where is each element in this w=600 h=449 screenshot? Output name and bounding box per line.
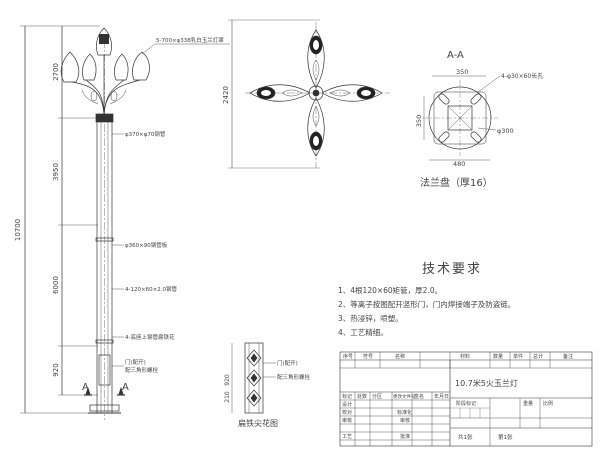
detail-title: 扁铁尖花图 <box>238 418 278 428</box>
tb-r0-c3: 更改文件号 <box>393 393 416 400</box>
diamond-3 <box>246 389 262 407</box>
lamp-arm-left <box>71 81 105 115</box>
lamp-top-view <box>228 19 390 169</box>
flat-iron-bar <box>244 342 264 414</box>
tech-item-3: 3、热浸锌，喷塑。 <box>338 314 403 323</box>
pole-door <box>98 354 111 386</box>
lamp-arm-right <box>103 79 141 115</box>
title-block <box>339 351 593 447</box>
tb-sheets: 共1张 <box>458 433 473 441</box>
tb-header-2: 名称 <box>395 353 405 360</box>
tb-weight: 重量 <box>523 400 533 407</box>
slot-hole-2 <box>470 93 482 105</box>
tb-r4-c0: 工艺 <box>342 434 352 440</box>
detail-dim-920: 920 <box>224 374 231 386</box>
tech-item-4: 4、工艺精细。 <box>338 328 388 337</box>
slot-hole-3 <box>438 131 450 143</box>
flange-plate <box>422 75 501 161</box>
tb-drawing-name: 10.7米5火玉兰灯 <box>455 378 518 388</box>
lamp-head-1 <box>60 51 80 83</box>
tb-r0-c0: 标记 <box>342 393 352 400</box>
dim-lamp-width: 2420 <box>222 86 230 104</box>
tb-r0-c4: 签名 <box>414 393 424 400</box>
tb-r1-c3: 标准化 <box>397 409 412 416</box>
tb-scale: 比例 <box>543 400 553 407</box>
dim-top-section: 2700 <box>52 63 60 81</box>
detail-bolts: 配三角形螺栓 <box>277 373 311 381</box>
callout-base-note: 4-底座上钢管扁铁花 <box>125 333 175 341</box>
callout-lower-pipe: 4-120×60×2.0钢管 <box>125 285 177 293</box>
pole-elevation <box>20 25 230 420</box>
section-dim-side: 350 <box>415 115 423 127</box>
tb-header-5: 单件 <box>513 353 523 360</box>
tech-title: 技术要求 <box>422 262 483 277</box>
tb-header-4: 数量 <box>493 353 503 360</box>
tb-header-0: 序号 <box>343 353 353 360</box>
dim-lower-section: 6000 <box>52 276 60 294</box>
tb-sheet: 第1张 <box>498 433 513 441</box>
pole-joint <box>95 237 114 242</box>
dim-mid-section: 3950 <box>52 163 60 181</box>
callout-upper-pipe: φ370×φ70钢管 <box>125 130 166 138</box>
section-mark-right: A <box>122 382 129 393</box>
lamp-head-3 <box>96 27 112 56</box>
lamp-head-5 <box>132 51 150 81</box>
tech-item-1: 1、4根120×60矩管，厚2.0。 <box>338 286 443 295</box>
section-dim-diag: φ300 <box>497 127 514 135</box>
section-dim-bottom: 480 <box>453 160 465 168</box>
callout-lamp-heads: 5-700×φ338乳白玉兰灯罩 <box>156 36 224 44</box>
section-holes: 4-φ30×60长孔 <box>501 72 543 80</box>
tb-r1-c0: 设计 <box>342 401 352 408</box>
tb-stage: 阶段标记 <box>456 400 476 407</box>
dim-total-height: 10700 <box>14 219 22 241</box>
tb-header-6: 总计 <box>533 353 543 360</box>
tech-item-2: 2、等离子按图配开竖形门，门内焊接端子及防盗链。 <box>338 300 516 309</box>
tb-r0-c5: 年月日 <box>434 393 449 400</box>
flange-plate-title: 法兰盘（厚16） <box>420 176 493 189</box>
section-dim-top: 350 <box>456 68 468 76</box>
pole-collar <box>95 113 114 123</box>
detail-dim-210: 210 <box>224 391 231 403</box>
pole-base <box>89 404 120 412</box>
lamp-head-2 <box>82 53 97 81</box>
callout-bolts: 配三角形螺栓 <box>125 366 159 374</box>
tb-r0-c1: 处数 <box>357 393 367 400</box>
section-mark-left: A <box>82 382 89 393</box>
tb-r3-c0: 审核 <box>342 417 352 424</box>
slot-hole-1 <box>438 93 450 105</box>
petal-top <box>307 29 325 89</box>
tb-header-1: 符号 <box>363 353 373 360</box>
tb-header-3: 材料 <box>460 353 470 360</box>
dim-base-section: 920 <box>52 363 60 376</box>
flat-iron-detail <box>231 342 276 414</box>
tech-requirements: 技术要求 1、4根120×60矩管，厚2.0。 2、等离子按图配开竖形门，门内焊… <box>338 258 588 340</box>
diamond-2 <box>246 369 262 387</box>
slot-hole-4 <box>470 131 482 143</box>
tb-r4-c3: 批准 <box>400 433 410 440</box>
lamp-head-4 <box>114 53 129 81</box>
petal-left <box>249 84 311 102</box>
callout-mid-pipe: φ360×90钢管板 <box>125 241 168 249</box>
callout-door: 门(配开) <box>125 358 146 366</box>
center-hub <box>308 85 324 101</box>
detail-door: 门(配开) <box>277 359 298 367</box>
petal-bottom <box>307 97 325 157</box>
title-block-frame <box>339 351 593 447</box>
petal-right <box>321 84 383 102</box>
tb-header-7: 备注 <box>563 353 573 360</box>
section-label: A-A <box>447 50 464 61</box>
diamond-1 <box>246 349 262 367</box>
tb-r0-c2: 分区 <box>372 393 382 400</box>
tb-r2-c3: 审核 <box>400 417 410 424</box>
tb-r2-c0: 校对 <box>342 409 352 416</box>
